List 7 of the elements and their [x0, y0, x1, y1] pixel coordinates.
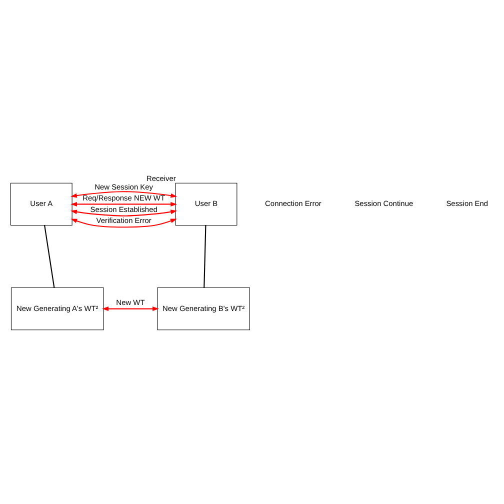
arrow	[70, 190, 178, 198]
arrow	[70, 218, 177, 228]
connector	[204, 224, 206, 288]
arrow	[70, 201, 178, 206]
connector	[44, 224, 55, 288]
arrow	[102, 306, 159, 311]
arrow	[70, 209, 178, 216]
